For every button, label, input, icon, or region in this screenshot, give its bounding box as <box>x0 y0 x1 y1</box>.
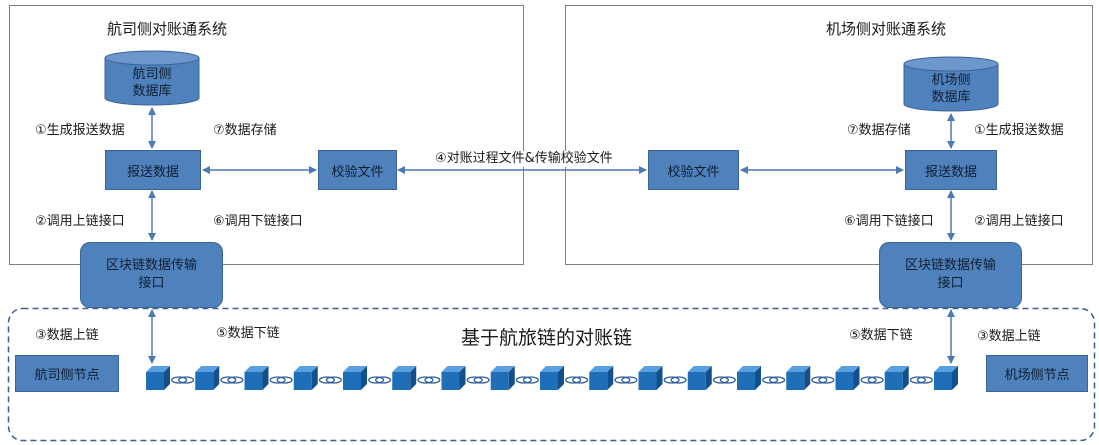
airline-database-line2: 数据库 <box>132 84 172 99</box>
airline-step3-label: ③数据上链 <box>35 328 99 343</box>
airport-step7-label: ⑦数据存储 <box>847 123 911 138</box>
airline-step6-label: ⑥调用下链接口 <box>213 214 303 229</box>
chain-title: 基于航旅链的对账链 <box>461 327 633 349</box>
chain-block-icon <box>490 366 515 390</box>
chain-link <box>171 376 195 384</box>
airport-step3-label: ③数据上链 <box>977 329 1041 344</box>
airport-interface-line1: 区块链数据传输 <box>904 258 996 273</box>
chain-link <box>417 376 441 384</box>
chain-block-icon <box>737 366 761 390</box>
chain-link <box>860 376 884 384</box>
chain-block-icon <box>786 366 811 390</box>
airline-interface-line2: 接口 <box>138 276 165 291</box>
chain-link <box>811 376 835 384</box>
chain-block-icon <box>589 366 614 390</box>
chain-link <box>220 376 244 384</box>
airport-blockchain-interface-box: 区块链数据传输 接口 <box>879 242 1022 308</box>
airline-database-icon <box>104 50 200 106</box>
chain-link <box>515 376 539 384</box>
airport-database-icon <box>903 56 999 112</box>
chain-block-icon <box>195 366 220 390</box>
chain-link <box>762 376 786 384</box>
airport-database-line1: 机场侧 <box>931 73 971 88</box>
airport-step5-label: ⑤数据下链 <box>849 328 913 343</box>
airport-submit-data-box: 报送数据 <box>905 150 997 190</box>
airline-step2-label: ②调用上链接口 <box>35 214 125 229</box>
airport-step2-label: ②调用上链接口 <box>974 214 1064 229</box>
airport-database-label: 机场侧 数据库 <box>904 72 998 106</box>
chain-block-icon <box>392 366 417 390</box>
airline-blockchain-interface-box: 区块链数据传输 接口 <box>80 242 223 308</box>
airline-step1-label: ①生成报送数据 <box>35 123 125 138</box>
airport-node-box: 机场侧节点 <box>986 355 1088 392</box>
chain-block-icon <box>687 366 712 390</box>
chain-block-icon <box>835 366 860 390</box>
airport-system-title: 机场侧对账通系统 <box>826 20 947 38</box>
chain-block-icon <box>540 366 564 390</box>
airline-step7-label: ⑦数据存储 <box>213 123 277 138</box>
chain-block-icon <box>441 366 466 390</box>
blockchain <box>146 366 958 390</box>
chain-link <box>368 376 392 384</box>
airline-submit-data-box: 报送数据 <box>105 150 201 190</box>
airport-step6-label: ⑥调用下链接口 <box>844 214 934 229</box>
chain-block-icon <box>934 366 958 390</box>
chain-block-icon <box>244 366 269 390</box>
airport-system-frame <box>565 5 1093 265</box>
chain-link <box>466 376 490 384</box>
airline-database-line1: 航司侧 <box>132 67 172 82</box>
airline-interface-line1: 区块链数据传输 <box>105 258 197 273</box>
airline-system-title: 航司侧对账通系统 <box>107 20 228 38</box>
airport-step1-label: ①生成报送数据 <box>974 123 1064 138</box>
airline-database-label: 航司侧 数据库 <box>105 66 199 100</box>
chain-region <box>7 307 1096 442</box>
chain-link <box>269 376 293 384</box>
airline-node-box: 航司侧节点 <box>15 355 119 392</box>
chain-link <box>663 376 687 384</box>
chain-block-icon <box>638 366 663 390</box>
airline-verify-file-box: 校验文件 <box>318 150 397 190</box>
exchange-label: ④对账过程文件&传输校验文件 <box>433 151 615 167</box>
chain-link <box>614 376 638 384</box>
chain-link <box>909 376 933 384</box>
airline-system-frame <box>9 5 524 265</box>
airline-step5-label: ⑤数据下链 <box>216 326 280 341</box>
chain-block-icon <box>884 366 909 390</box>
chain-block-icon <box>293 366 318 390</box>
chain-link <box>318 376 342 384</box>
chain-block-icon <box>146 366 170 390</box>
airport-interface-line2: 接口 <box>937 276 964 291</box>
chain-link <box>565 376 589 384</box>
airport-database-line2: 数据库 <box>931 90 971 105</box>
airport-verify-file-box: 校验文件 <box>648 150 739 190</box>
chain-block-icon <box>343 366 367 390</box>
chain-link <box>712 376 736 384</box>
